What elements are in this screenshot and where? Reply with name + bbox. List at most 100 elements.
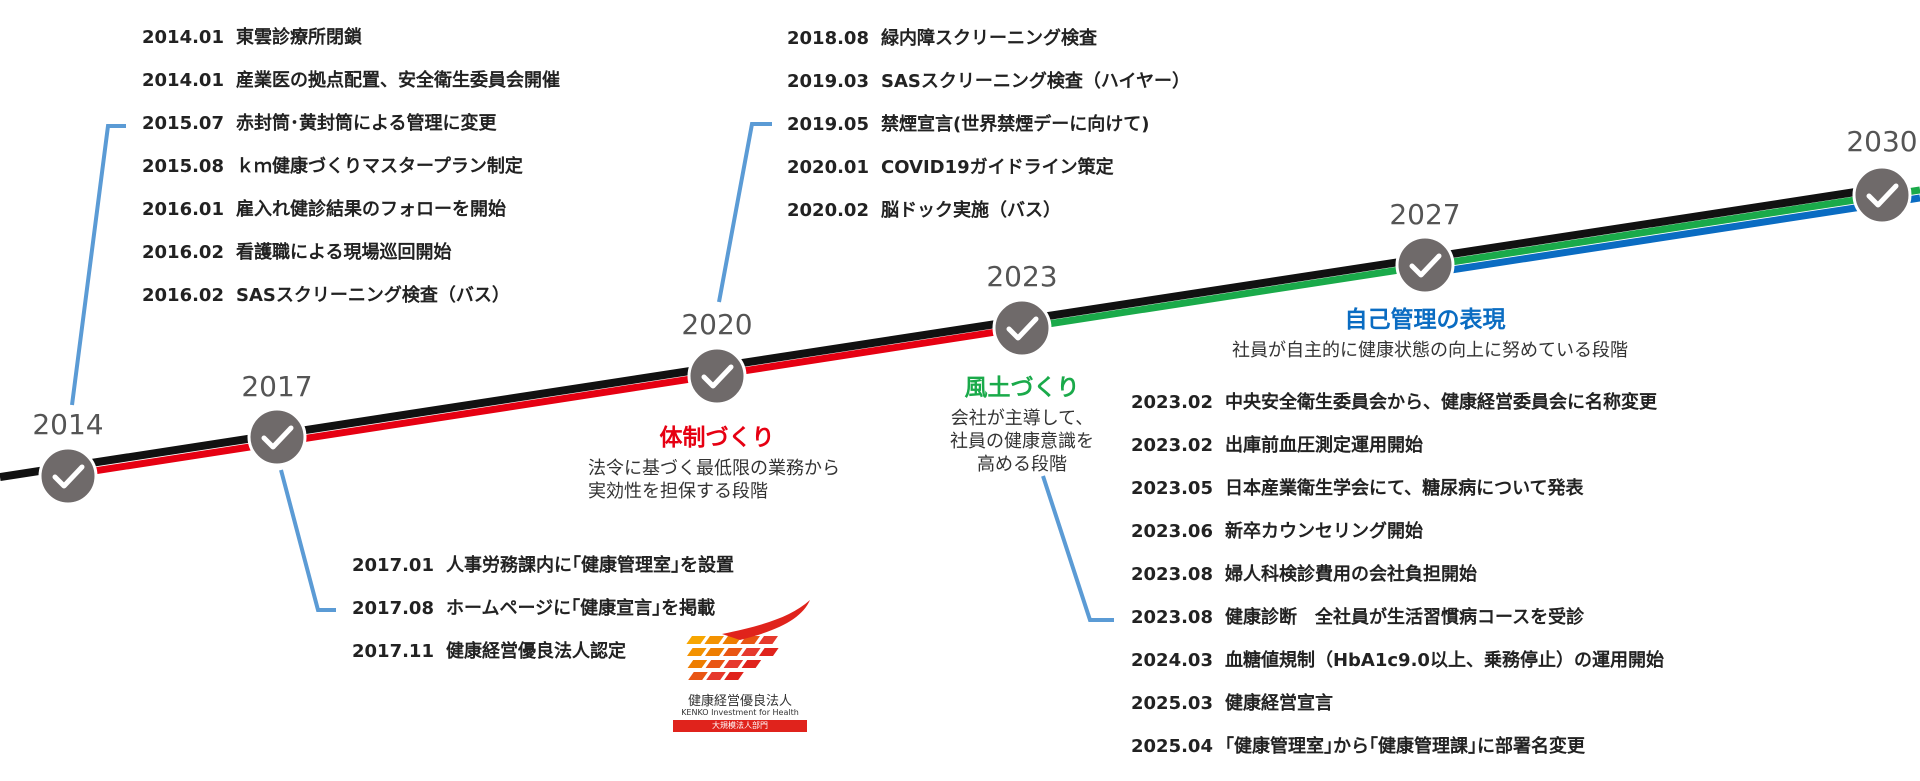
event-text: 血糖値規制（HbA1c9.0以上、乗務停止）の運用開始	[1224, 650, 1664, 671]
event-date: 2023.02	[1131, 435, 1213, 456]
stage-desc-taisei: 法令に基づく最低限の業務から 実効性を担保する段階	[588, 457, 840, 503]
event-item: 2023.05 日本産業衛生学会にて、糖尿病について発表	[1131, 467, 1664, 510]
event-item: 2017.08 ホームページに｢健康宣言｣を掲載	[352, 587, 734, 630]
event-text: SASスクリーニング検査（バス）	[235, 285, 510, 306]
event-item: 2025.04 ｢健康管理室｣から｢健康管理課｣に部署名変更	[1131, 725, 1664, 768]
event-date: 2024.03	[1131, 650, 1213, 671]
event-item: 2020.02 脳ドック実施（バス）	[787, 189, 1190, 232]
event-date: 2023.06	[1131, 521, 1213, 542]
stage-title-jiko: 自己管理の表現	[1344, 307, 1506, 333]
event-date: 2023.05	[1131, 478, 1213, 499]
event-item: 2023.02 出庫前血圧測定運用開始	[1131, 424, 1664, 467]
event-item: 2014.01 東雲診療所閉鎖	[142, 16, 560, 59]
event-date: 2020.02	[787, 200, 869, 221]
timeline-rail-red	[67, 324, 1023, 479]
event-date: 2019.05	[787, 114, 869, 135]
connector-line-2017	[279, 469, 336, 612]
event-text: ｋｍ健康づくりマスタープラン制定	[235, 156, 523, 177]
event-date: 2017.11	[352, 641, 434, 662]
milestone-check-icon-2030	[1852, 165, 1912, 225]
event-date: 2017.08	[352, 598, 434, 619]
event-text: 禁煙宣言(世界禁煙デーに向けて)	[880, 114, 1150, 135]
event-item: 2017.01 人事労務課内に｢健康管理室｣を設置	[352, 544, 734, 587]
stage-desc-line: 高める段階	[977, 454, 1067, 475]
stage-desc-line: 法令に基づく最低限の業務から	[588, 458, 840, 479]
milestone-check-icon-2017	[247, 407, 307, 467]
event-text: 新卒カウンセリング開始	[1224, 521, 1423, 542]
stage-desc-jiko: 社員が自主的に健康状態の向上に努めている段階	[1232, 340, 1628, 361]
event-date: 2015.07	[142, 113, 224, 134]
event-text: 赤封筒･黄封筒による管理に変更	[235, 113, 497, 134]
event-item: 2020.01 COVID19ガイドライン策定	[787, 146, 1190, 189]
event-text: 産業医の拠点配置、安全衛生委員会開催	[235, 70, 560, 91]
logo-japanese-text: 健康経営優良法人	[687, 694, 792, 709]
event-text: 東雲診療所閉鎖	[235, 27, 362, 48]
event-text: COVID19ガイドライン策定	[880, 157, 1114, 178]
event-date: 2016.01	[142, 199, 224, 220]
stage-desc-line: 実効性を担保する段階	[588, 481, 768, 502]
event-text: 出庫前血圧測定運用開始	[1224, 435, 1423, 456]
event-text: 健康経営優良法人認定	[445, 641, 626, 662]
flag-mark-icon	[686, 600, 810, 680]
event-date: 2023.08	[1131, 607, 1213, 628]
event-text: 婦人科検診費用の会社負担開始	[1224, 564, 1477, 585]
event-item: 2015.08 ｋｍ健康づくりマスタープラン制定	[142, 145, 560, 188]
event-item: 2023.06 新卒カウンセリング開始	[1131, 510, 1664, 553]
stage-desc-fudo: 会社が主導して、 社員の健康意識を 高める段階	[950, 407, 1094, 476]
event-date: 2014.01	[142, 27, 224, 48]
year-label-2027: 2027	[1389, 198, 1461, 231]
milestone-check-icon-2020	[687, 346, 747, 406]
events-2014-list: 2014.01 東雲診療所閉鎖 2014.01 産業医の拠点配置、安全衛生委員会開催…	[142, 16, 560, 317]
event-item: 2016.02 SASスクリーニング検査（バス）	[142, 274, 560, 317]
event-text: ｢健康管理室｣から｢健康管理課｣に部署名変更	[1224, 736, 1585, 757]
event-text: ホームページに｢健康宣言｣を掲載	[445, 598, 716, 619]
event-item: 2023.08 健康診断 全社員が生活習慣病コースを受診	[1131, 596, 1664, 639]
event-date: 2018.08	[787, 28, 869, 49]
event-date: 2020.01	[787, 157, 869, 178]
event-text: 健康診断 全社員が生活習慣病コースを受診	[1224, 607, 1585, 628]
year-label-2030: 2030	[1846, 125, 1918, 158]
event-item: 2014.01 産業医の拠点配置、安全衛生委員会開催	[142, 59, 560, 102]
event-item: 2015.07 赤封筒･黄封筒による管理に変更	[142, 102, 560, 145]
milestone-check-icon-2027	[1395, 235, 1455, 295]
connector-line-2020	[717, 122, 772, 303]
event-date: 2023.08	[1131, 564, 1213, 585]
event-text: 人事労務課内に｢健康管理室｣を設置	[445, 555, 734, 576]
stage-desc-line: 社員の健康意識を	[950, 431, 1094, 452]
logo-english-text: KENKO Investment for Health	[681, 708, 799, 717]
stage-title-fudo: 風土づくり	[964, 375, 1080, 401]
event-item: 2019.05 禁煙宣言(世界禁煙デーに向けて)	[787, 103, 1190, 146]
logo-category-band: 大規模法人部門	[673, 720, 807, 732]
connector-line-2023	[1041, 475, 1114, 622]
event-date: 2015.08	[142, 156, 224, 177]
year-label-2017: 2017	[241, 370, 313, 403]
milestone-check-icon-2014	[38, 446, 98, 506]
event-item: 2016.01 雇入れ健診結果のフォローを開始	[142, 188, 560, 231]
event-text: 健康経営宣言	[1224, 693, 1333, 714]
event-item: 2024.03 血糖値規制（HbA1c9.0以上、乗務停止）の運用開始	[1131, 639, 1664, 682]
event-item: 2023.08 婦人科検診費用の会社負担開始	[1131, 553, 1664, 596]
timeline-rail-blue	[1424, 194, 1920, 278]
event-date: 2016.02	[142, 285, 224, 306]
timeline-rail-black	[0, 183, 1889, 481]
timeline-rail-green	[1021, 186, 1920, 332]
event-date: 2025.04	[1131, 736, 1213, 757]
event-date: 2017.01	[352, 555, 434, 576]
events-2017-list: 2017.01 人事労務課内に｢健康管理室｣を設置 2017.08 ホームページに｢…	[352, 544, 734, 673]
event-text: 雇入れ健診結果のフォローを開始	[235, 199, 506, 220]
event-date: 2019.03	[787, 71, 869, 92]
connector-line-2014	[70, 124, 126, 406]
year-label-2023: 2023	[986, 260, 1058, 293]
event-item: 2019.03 SASスクリーニング検査（ハイヤー）	[787, 60, 1190, 103]
event-text: 日本産業衛生学会にて、糖尿病について発表	[1224, 478, 1584, 499]
event-date: 2014.01	[142, 70, 224, 91]
stage-title-taisei: 体制づくり	[659, 425, 775, 451]
event-text: 脳ドック実施（バス）	[880, 200, 1061, 221]
event-date: 2016.02	[142, 242, 224, 263]
event-text: SASスクリーニング検査（ハイヤー）	[880, 71, 1190, 92]
